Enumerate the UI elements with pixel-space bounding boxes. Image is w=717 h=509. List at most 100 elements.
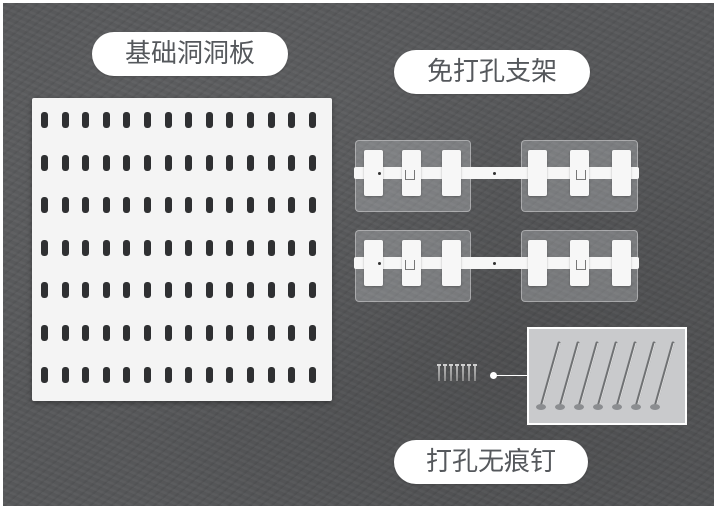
hook-icon bbox=[576, 260, 586, 270]
pegboard-slot bbox=[102, 239, 110, 256]
pegboard-slot bbox=[288, 282, 296, 298]
pegboard-slot bbox=[267, 367, 275, 383]
small-nail bbox=[467, 364, 471, 381]
closeup-nail bbox=[631, 341, 656, 410]
closeup-nail bbox=[574, 341, 599, 410]
pegboard-slot bbox=[82, 197, 90, 213]
pegboard-slot bbox=[41, 282, 48, 298]
pegboard-slot bbox=[164, 197, 172, 213]
pegboard-slot bbox=[226, 367, 234, 383]
pegboard-slot bbox=[144, 112, 151, 128]
pegboard-slot bbox=[288, 367, 296, 383]
nail-closeup-image bbox=[529, 329, 685, 423]
closeup-nail bbox=[593, 341, 618, 410]
pegboard-slot bbox=[247, 239, 254, 256]
bracket-hook-tab bbox=[402, 240, 421, 286]
pegboard-slot bbox=[144, 282, 151, 298]
pegboard-slot bbox=[308, 367, 316, 383]
pegboard-slot bbox=[41, 112, 48, 128]
pegboard-slot bbox=[82, 324, 90, 341]
callout-dot bbox=[490, 372, 497, 379]
pegboard-slot bbox=[164, 112, 172, 128]
pegboard-slot bbox=[226, 154, 234, 171]
bracket-hook-tab bbox=[570, 240, 589, 286]
pegboard-slot bbox=[144, 154, 151, 171]
pegboard-slot bbox=[308, 324, 316, 341]
pegboard-slot bbox=[205, 239, 213, 256]
pegboard-slot bbox=[102, 154, 110, 171]
screw-dot bbox=[378, 172, 381, 175]
pegboard-slot bbox=[288, 324, 296, 341]
small-nail bbox=[473, 364, 477, 381]
hook-icon bbox=[576, 170, 586, 180]
closeup-nail bbox=[555, 341, 580, 410]
hook-icon bbox=[405, 260, 415, 270]
screw-dot bbox=[493, 172, 496, 175]
pegboard-slot bbox=[123, 154, 131, 171]
closeup-nail bbox=[612, 341, 637, 410]
pegboard-slot bbox=[123, 239, 131, 256]
pegboard-slot bbox=[61, 197, 69, 213]
pegboard-slot bbox=[41, 154, 48, 171]
pegboard-slot bbox=[123, 324, 131, 341]
bracket-hook-tab bbox=[442, 240, 461, 286]
pegboard-slot bbox=[61, 112, 69, 128]
pegboard-slot bbox=[123, 112, 131, 128]
pegboard-slot bbox=[226, 239, 234, 256]
pegboard-slot bbox=[247, 324, 254, 341]
hook-icon bbox=[405, 170, 415, 180]
pegboard-slot bbox=[164, 282, 172, 298]
pegboard-slot bbox=[164, 154, 172, 171]
small-nail bbox=[443, 364, 447, 381]
pegboard-slot bbox=[247, 282, 254, 298]
pegboard-slot bbox=[267, 239, 275, 256]
screw-dot bbox=[378, 262, 381, 265]
bracket-hook-tab bbox=[528, 240, 547, 286]
pegboard-slot bbox=[288, 154, 296, 171]
pegboard-slot bbox=[247, 112, 254, 128]
small-nail bbox=[449, 364, 453, 381]
pegboard-label: 基础洞洞板 bbox=[92, 32, 288, 76]
pegboard-slot bbox=[247, 367, 254, 383]
pegboard-slot bbox=[144, 367, 151, 383]
screw-dot bbox=[493, 262, 496, 265]
pegboard-slot bbox=[205, 154, 213, 171]
pegboard-slot bbox=[144, 197, 151, 213]
pegboard-slot bbox=[185, 239, 193, 256]
pegboard-slot bbox=[41, 239, 48, 256]
pegboard-slot bbox=[247, 154, 254, 171]
pegboard-slot bbox=[185, 282, 193, 298]
bracket-hook-tab bbox=[570, 150, 589, 196]
pegboard-slot bbox=[226, 197, 234, 213]
pegboard-slot bbox=[102, 367, 110, 383]
nails-label: 打孔无痕钉 bbox=[394, 440, 588, 484]
bracket-hook-tab bbox=[442, 150, 461, 196]
bracket-rail bbox=[354, 167, 639, 179]
pegboard-slot bbox=[164, 324, 172, 341]
pegboard-slot bbox=[123, 197, 131, 213]
pegboard-slot bbox=[267, 282, 275, 298]
pegboard-slot bbox=[61, 324, 69, 341]
pegboard-slot bbox=[205, 282, 213, 298]
pegboard-slot bbox=[288, 112, 296, 128]
bracket-hook-tab bbox=[364, 240, 383, 286]
pegboard-slot bbox=[82, 154, 90, 171]
pegboard-slot bbox=[82, 112, 90, 128]
pegboard-slot bbox=[144, 324, 151, 341]
pegboard-slot bbox=[61, 282, 69, 298]
bracket-hook-tab bbox=[612, 240, 631, 286]
pegboard-slot bbox=[41, 367, 48, 383]
bracket-hook-tab bbox=[364, 150, 383, 196]
pegboard-slot bbox=[82, 367, 90, 383]
pegboard-slot bbox=[267, 154, 275, 171]
pegboard-panel bbox=[32, 98, 332, 401]
pegboard-slot bbox=[205, 324, 213, 341]
pegboard-slot bbox=[41, 197, 48, 213]
pegboard-slot bbox=[185, 197, 193, 213]
pegboard-slot bbox=[205, 197, 213, 213]
pegboard-slot bbox=[82, 239, 90, 256]
pegboard-slot bbox=[61, 154, 69, 171]
pegboard-slot bbox=[102, 324, 110, 341]
pegboard-slot bbox=[267, 324, 275, 341]
pegboard-slot bbox=[102, 197, 110, 213]
